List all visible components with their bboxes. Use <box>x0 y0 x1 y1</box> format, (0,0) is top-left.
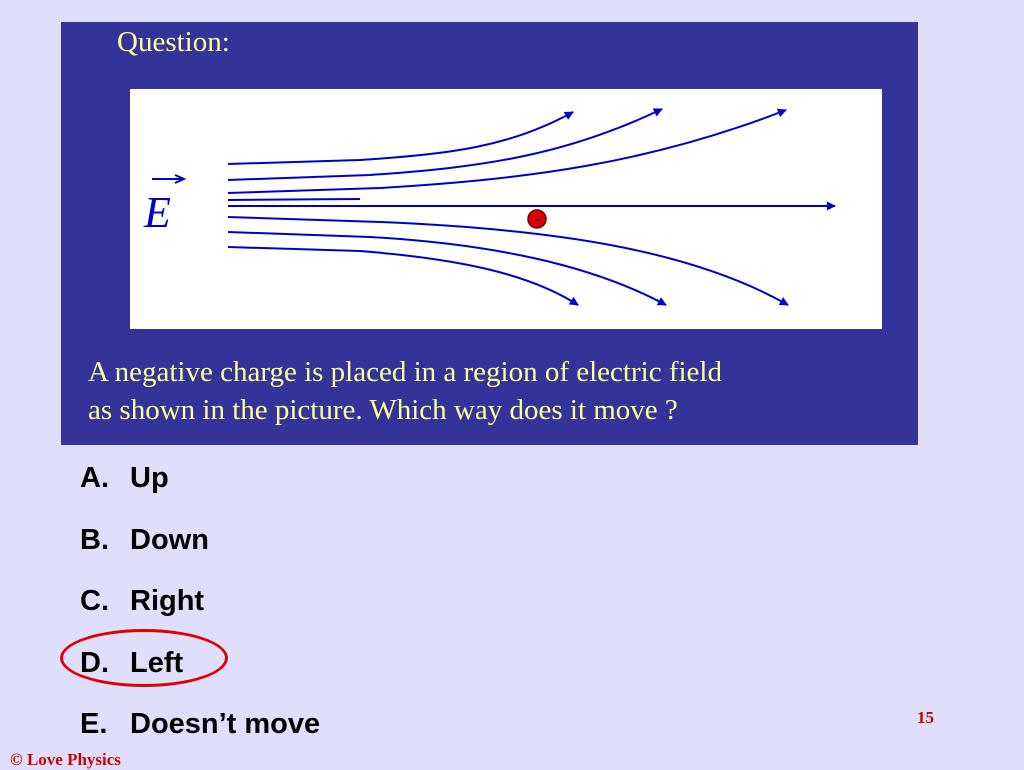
answer-text: Doesn’t move <box>130 708 321 741</box>
question-panel: Question: E <box>61 22 918 445</box>
answer-text: Right <box>130 585 205 618</box>
answer-option-a[interactable]: A. Up <box>80 448 320 510</box>
field-diagram-svg: E - <box>143 108 836 306</box>
page-number: 15 <box>917 708 934 727</box>
negative-charge <box>527 209 547 229</box>
field-line-middle-top <box>227 198 361 201</box>
selected-answer-ring <box>60 629 228 687</box>
answer-text: Up <box>130 462 169 495</box>
electric-field-figure: E - <box>130 89 882 329</box>
question-text-line-2: as shown in the picture. Which way does … <box>88 394 678 426</box>
question-title: Question: <box>117 26 230 58</box>
field-line-up-3 <box>227 108 787 194</box>
answer-letter: C. <box>80 585 109 618</box>
answer-option-e[interactable]: E. Doesn’t move <box>80 694 320 756</box>
answer-letter: E. <box>80 708 108 741</box>
answer-letter: B. <box>80 523 109 556</box>
field-line-down-3 <box>227 246 579 306</box>
answer-option-c[interactable]: C. Right <box>80 571 320 633</box>
question-text: A negative charge is placed in a region … <box>88 353 722 429</box>
field-line-down-2 <box>227 231 667 306</box>
charge-sign: - <box>535 211 540 227</box>
field-line-down-1 <box>227 216 789 306</box>
field-line-up-2 <box>227 108 663 181</box>
answer-list: A. Up B. Down C. Right D. Left E. Doesn’… <box>80 448 320 756</box>
vector-arrowhead <box>174 174 187 184</box>
field-symbol: E <box>143 188 171 237</box>
copyright-notice: © Love Physics <box>10 750 121 769</box>
field-line-up-1 <box>227 111 574 165</box>
answer-letter: A. <box>80 462 109 495</box>
answer-option-b[interactable]: B. Down <box>80 510 320 572</box>
question-text-line-1: A negative charge is placed in a region … <box>88 356 722 388</box>
answer-text: Down <box>130 523 209 556</box>
